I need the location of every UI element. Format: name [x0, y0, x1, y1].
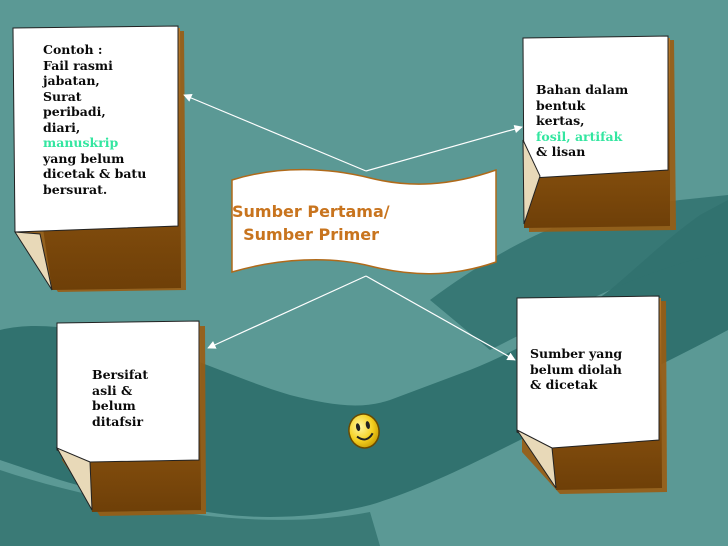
card-line: manuskrip — [43, 135, 146, 151]
card-line: belum — [92, 398, 148, 414]
card-line: Fail rasmi — [43, 58, 146, 74]
card-line: peribadi, — [43, 104, 146, 120]
card-line: bentuk — [536, 98, 628, 114]
card-line: asli & — [92, 383, 148, 399]
card-line: diari, — [43, 120, 146, 136]
card-line: Bahan dalam — [536, 82, 628, 98]
card-line: Bersifat — [92, 367, 148, 383]
card-line: dicetak & batu — [43, 166, 146, 182]
center-title-line2: Sumber Primer — [232, 223, 472, 246]
arrow-to-bottom-left — [208, 276, 366, 348]
center-title: Sumber Pertama/ Sumber Primer — [232, 200, 472, 246]
card-line: ditafsir — [92, 414, 148, 430]
card-line: kertas, — [536, 113, 628, 129]
card-line: jabatan, — [43, 73, 146, 89]
card-line: Contoh : — [43, 42, 146, 58]
card-line: bersurat. — [43, 182, 146, 198]
center-title-line1: Sumber Pertama/ — [232, 200, 472, 223]
card-line: Surat — [43, 89, 146, 105]
arrow-to-top-left — [184, 95, 366, 171]
card-bottom-right — [517, 296, 667, 494]
card-line: fosil, artifak — [536, 129, 628, 145]
card-line: & dicetak — [530, 377, 622, 393]
card-line: belum diolah — [530, 362, 622, 378]
card-line: yang belum — [43, 151, 146, 167]
card-line: Sumber yang — [530, 346, 622, 362]
arrow-to-top-right — [366, 127, 522, 171]
card-line: & lisan — [536, 144, 628, 160]
